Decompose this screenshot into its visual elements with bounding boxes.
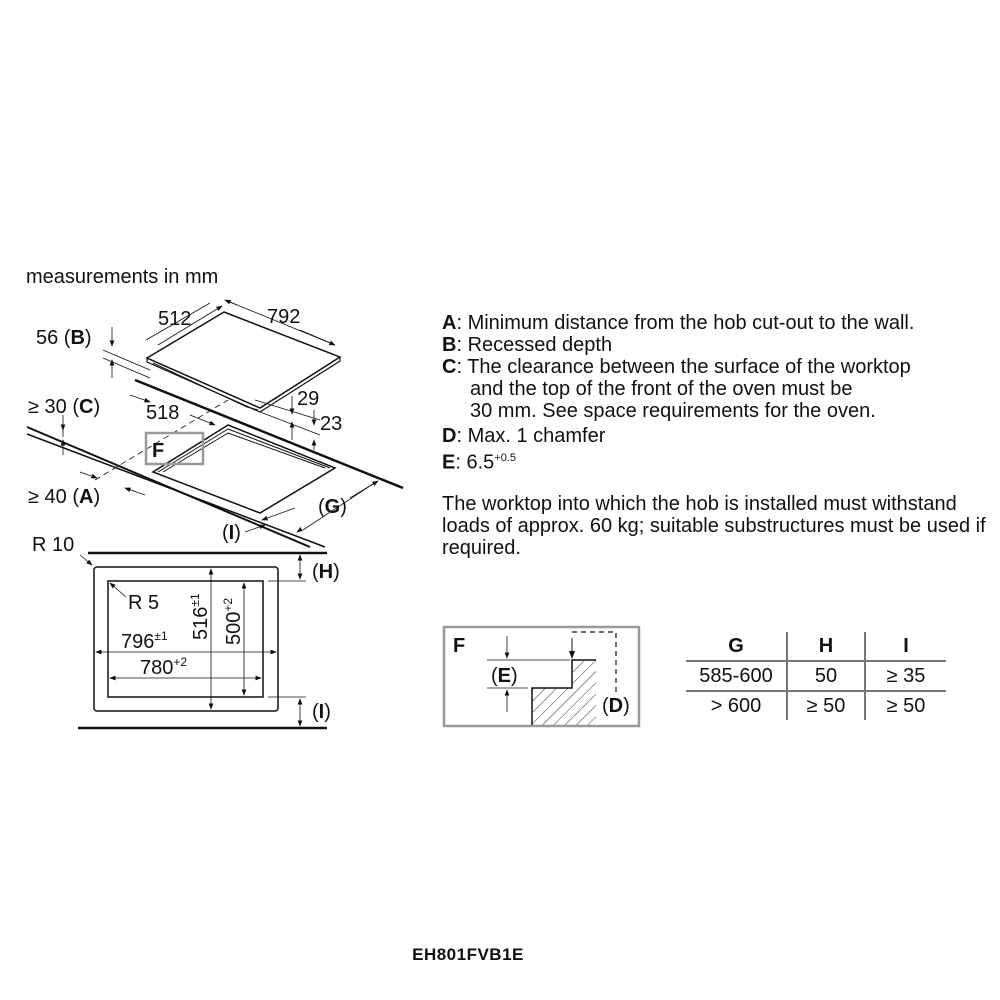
header-i: I [865, 632, 946, 662]
legend-c-cont: and the top of the front of the oven mus… [470, 378, 853, 400]
legend-text: : 6.5 [455, 451, 495, 474]
cell: ≥ 50 [886, 694, 926, 717]
legend-d: D: Max. 1 chamfer [442, 425, 992, 447]
hob-isometric [26, 299, 404, 548]
dim-512: 512 [158, 308, 191, 330]
dim-i-plan: (I) [312, 701, 331, 723]
dim-500: 500+2 [221, 598, 245, 645]
legend-sup: +0.5 [494, 452, 516, 464]
cutout [151, 424, 337, 514]
legend-key: D [442, 425, 457, 447]
dim-796: 796±1 [121, 629, 168, 653]
detail-f [442, 625, 641, 728]
header-h: H [787, 632, 866, 662]
cell: > 600 [686, 691, 788, 720]
cell: 50 [787, 661, 866, 692]
units-note: measurements in mm [26, 266, 218, 288]
dim-clearance-c: ≥ 30 (C) [28, 396, 100, 418]
detail-e-label: (E) [491, 665, 518, 687]
table-header: G H I [686, 632, 946, 662]
legend-text: : Max. 1 chamfer [456, 425, 606, 447]
dim-23: 23 [320, 413, 342, 435]
hob-top-surface [145, 311, 342, 409]
detail-d-label: (D) [602, 695, 630, 717]
legend-text: : Minimum distance from the hob cut-out … [456, 312, 915, 334]
legend-e: E: 6.5+0.5 [442, 447, 992, 474]
legend-text: : Recessed depth [456, 334, 613, 356]
dim-780: 780+2 [140, 655, 187, 679]
dim-recessed: 56 (B) [36, 327, 92, 349]
cell: 585-600 [686, 661, 788, 692]
load-note: The worktop into which the hob is instal… [442, 493, 986, 559]
legend: A: Minimum distance from the hob cut-out… [442, 312, 992, 474]
dim-29: 29 [297, 388, 319, 410]
dim-h: (H) [312, 561, 340, 583]
radius-r10: R 10 [32, 534, 74, 556]
cell: ≥ 50 [787, 691, 866, 720]
legend-text: : The clearance between the surface of t… [456, 356, 911, 378]
model-number: EH801FVB1E [412, 945, 524, 964]
legend-c-cont: 30 mm. See space requirements for the ov… [470, 400, 876, 422]
detail-f-marker [144, 431, 205, 466]
legend-key: B [442, 334, 457, 356]
dim-518: 518 [146, 402, 179, 424]
legend-b: B: Recessed depth [442, 334, 992, 356]
detail-f-title: F [453, 635, 465, 657]
legend-key: E [442, 451, 456, 474]
legend-key: A [442, 312, 457, 334]
worktop-back-edge [134, 378, 404, 490]
detail-f-marker-label: F [152, 440, 164, 462]
dim-792: 792 [267, 306, 300, 328]
dim-g: (G) [318, 496, 347, 518]
dim-i-iso: (I) [222, 522, 241, 544]
legend-c: C: The clearance between the surface of … [442, 356, 992, 378]
dim-wall-a: ≥ 40 (A) [28, 486, 100, 508]
clearance-table: G H I 585-600 50 ≥ 35 > 600 ≥ 50 ≥ 50 [686, 632, 946, 720]
header-g: G [686, 632, 788, 662]
legend-key: C [442, 356, 457, 378]
legend-a: A: Minimum distance from the hob cut-out… [442, 312, 992, 334]
cell: ≥ 35 [865, 661, 946, 692]
dim-516: 516±1 [188, 593, 212, 640]
radius-r5: R 5 [128, 592, 159, 614]
table-row: 585-600 50 ≥ 35 [686, 661, 946, 692]
cutout-plan [78, 551, 327, 730]
table-row: > 600 ≥ 50 ≥ 50 [686, 691, 946, 720]
